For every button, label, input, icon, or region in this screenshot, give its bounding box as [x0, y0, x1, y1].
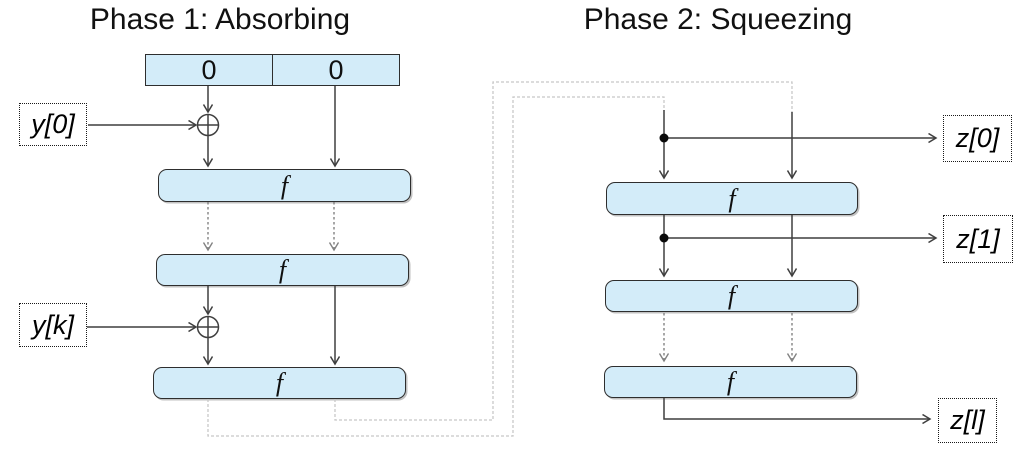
absorb-round-function-1: f	[158, 169, 411, 202]
round-function-label: f	[280, 170, 289, 200]
output-block-z0: z[0]	[943, 115, 1012, 162]
junction-dot-z1	[659, 233, 669, 243]
phase1-title: Phase 1: Absorbing	[89, 3, 351, 36]
absorb-round-function-2: f	[156, 254, 409, 286]
round-function-label: f	[275, 368, 284, 397]
input-block-yk: y[k]	[19, 303, 87, 347]
input-block-y0: y[0]	[19, 103, 87, 146]
round-function-label: f	[727, 281, 736, 310]
squeeze-round-function-1: f	[606, 182, 858, 215]
output-block-zl: z[l]	[938, 398, 997, 443]
state-cell-left: 0	[146, 55, 273, 85]
round-function-label: f	[726, 367, 735, 396]
squeeze-round-function-3: f	[604, 366, 857, 398]
state-cell-right: 0	[328, 54, 344, 85]
round-function-label: f	[278, 255, 287, 284]
squeeze-round-function-2: f	[605, 280, 858, 312]
xor-node-2	[196, 315, 220, 339]
arrow-to-zl	[663, 398, 930, 419]
initial-state-box: 0 0	[145, 54, 400, 86]
output-block-z1: z[1]	[943, 215, 1013, 263]
round-function-label: f	[728, 183, 736, 213]
xor-node-1	[196, 113, 220, 137]
junction-dot-z0	[659, 133, 669, 143]
phase2-title: Phase 2: Squeezing	[583, 3, 853, 36]
absorb-round-function-3: f	[153, 367, 406, 399]
